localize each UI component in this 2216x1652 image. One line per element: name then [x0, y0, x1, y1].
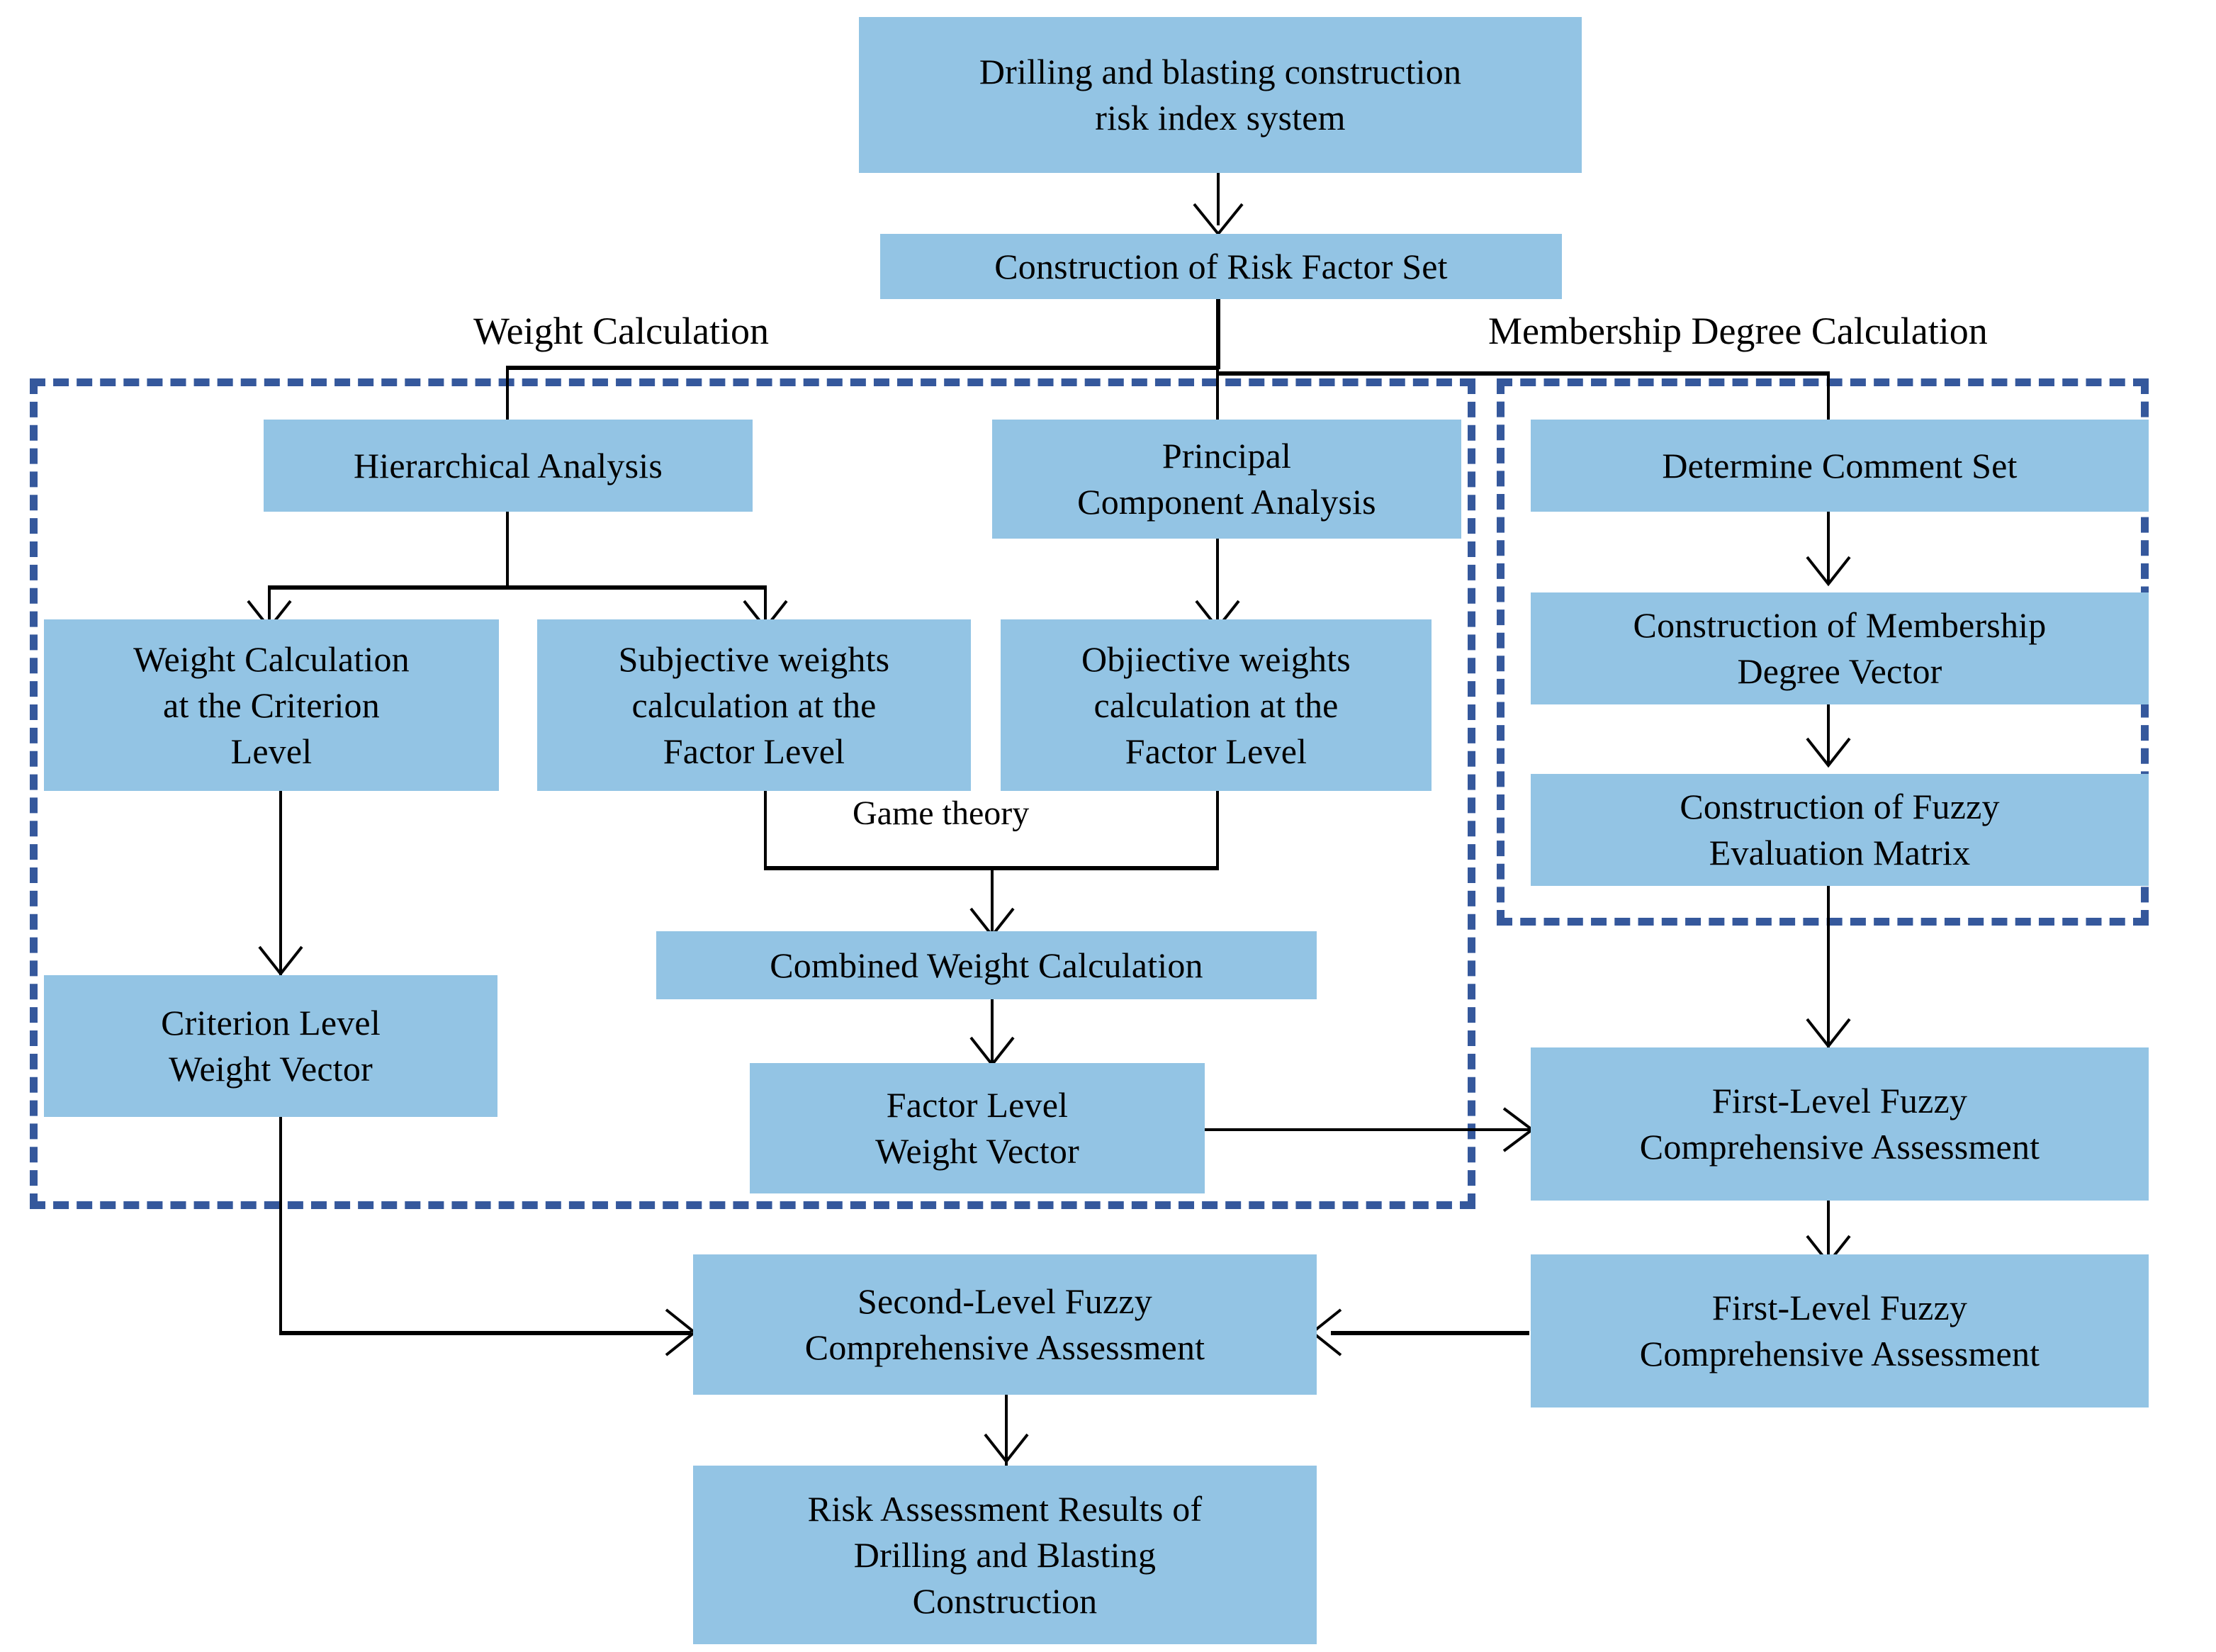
connector-commentset-to-membership — [1827, 510, 1830, 584]
node-determine-comment-set[interactable]: Determine Comment Set — [1531, 420, 2149, 512]
arrowhead-secondlevel-to-results — [984, 1433, 1029, 1464]
node-fuzzy-evaluation-matrix[interactable]: Construction of Fuzzy Evaluation Matrix — [1531, 774, 2149, 886]
connector-subjective-down — [764, 790, 767, 869]
connector-distribution-bar-right — [1216, 371, 1827, 376]
node-membership-degree-vector[interactable]: Construction of Membership Degree Vector — [1531, 592, 2149, 704]
connector-game-theory-down — [991, 866, 994, 934]
node-factor-level-weight-vector[interactable]: Factor Level Weight Vector — [750, 1063, 1205, 1193]
arrowhead-membership-to-matrix — [1806, 737, 1851, 768]
connector-hierarchical-left-leg — [268, 585, 271, 626]
arrowhead-commentset-to-membership — [1806, 556, 1851, 587]
node-hierarchical-analysis[interactable]: Hierarchical Analysis — [264, 420, 753, 512]
label-game-theory: Game theory — [847, 794, 1035, 833]
connector-hierarchical-down — [506, 510, 509, 588]
connector-distribution-bar-left — [506, 366, 1217, 370]
arrowhead-matrix-to-firstlevel — [1806, 1018, 1851, 1049]
connector-hierarchical-split-bar — [268, 585, 765, 590]
connector-firstlevel1-to-firstlevel2 — [1827, 1199, 1830, 1266]
connector-factorvector-to-firstlevel — [1205, 1128, 1531, 1131]
node-first-level-fuzzy-1[interactable]: First-Level Fuzzy Comprehensive Assessme… — [1531, 1047, 2149, 1201]
connector-firstlevel2-to-secondlevel — [1331, 1331, 1529, 1335]
node-second-level-fuzzy[interactable]: Second-Level Fuzzy Comprehensive Assessm… — [693, 1254, 1317, 1395]
connector-system-to-factorset — [1217, 172, 1220, 225]
connector-criterionvector-right — [279, 1331, 692, 1335]
node-objective-weights[interactable]: Objiective weights calculation at the Fa… — [1001, 619, 1432, 791]
node-risk-index-system[interactable]: Drilling and blasting construction risk … — [859, 17, 1582, 173]
connector-secondlevel-to-results — [1005, 1395, 1008, 1471]
connector-combined-to-factorvector — [991, 998, 994, 1067]
connector-pca-to-objective — [1216, 537, 1219, 624]
connector-to-pca — [1216, 366, 1219, 448]
arrowhead-criterion-to-vector — [258, 945, 303, 977]
label-weight-calculation: Weight Calculation — [473, 310, 770, 352]
connector-matrix-to-firstlevel — [1827, 884, 1830, 1049]
connector-criterion-to-vector — [279, 790, 282, 975]
connector-hierarchical-right-leg — [764, 585, 767, 626]
connector-factorset-trunk — [1216, 297, 1220, 369]
connector-membership-to-matrix — [1827, 703, 1830, 765]
node-principal-component-analysis[interactable]: Principal Component Analysis — [992, 420, 1461, 539]
node-weight-criterion-level[interactable]: Weight Calculation at the Criterion Leve… — [44, 619, 499, 791]
node-risk-factor-set[interactable]: Construction of Risk Factor Set — [880, 234, 1562, 299]
connector-criterionvector-down — [279, 1117, 282, 1334]
node-first-level-fuzzy-2[interactable]: First-Level Fuzzy Comprehensive Assessme… — [1531, 1254, 2149, 1407]
connector-objective-down — [1216, 790, 1219, 869]
label-membership-degree-calculation: Membership Degree Calculation — [1488, 310, 1988, 352]
node-subjective-weights[interactable]: Subjective weights calculation at the Fa… — [537, 619, 971, 791]
node-criterion-level-weight-vector[interactable]: Criterion Level Weight Vector — [44, 975, 497, 1117]
node-risk-assessment-results[interactable]: Risk Assessment Results of Drilling and … — [693, 1466, 1317, 1644]
node-combined-weight-calculation[interactable]: Combined Weight Calculation — [656, 931, 1317, 999]
arrowhead-system-to-factorset — [1193, 203, 1244, 237]
